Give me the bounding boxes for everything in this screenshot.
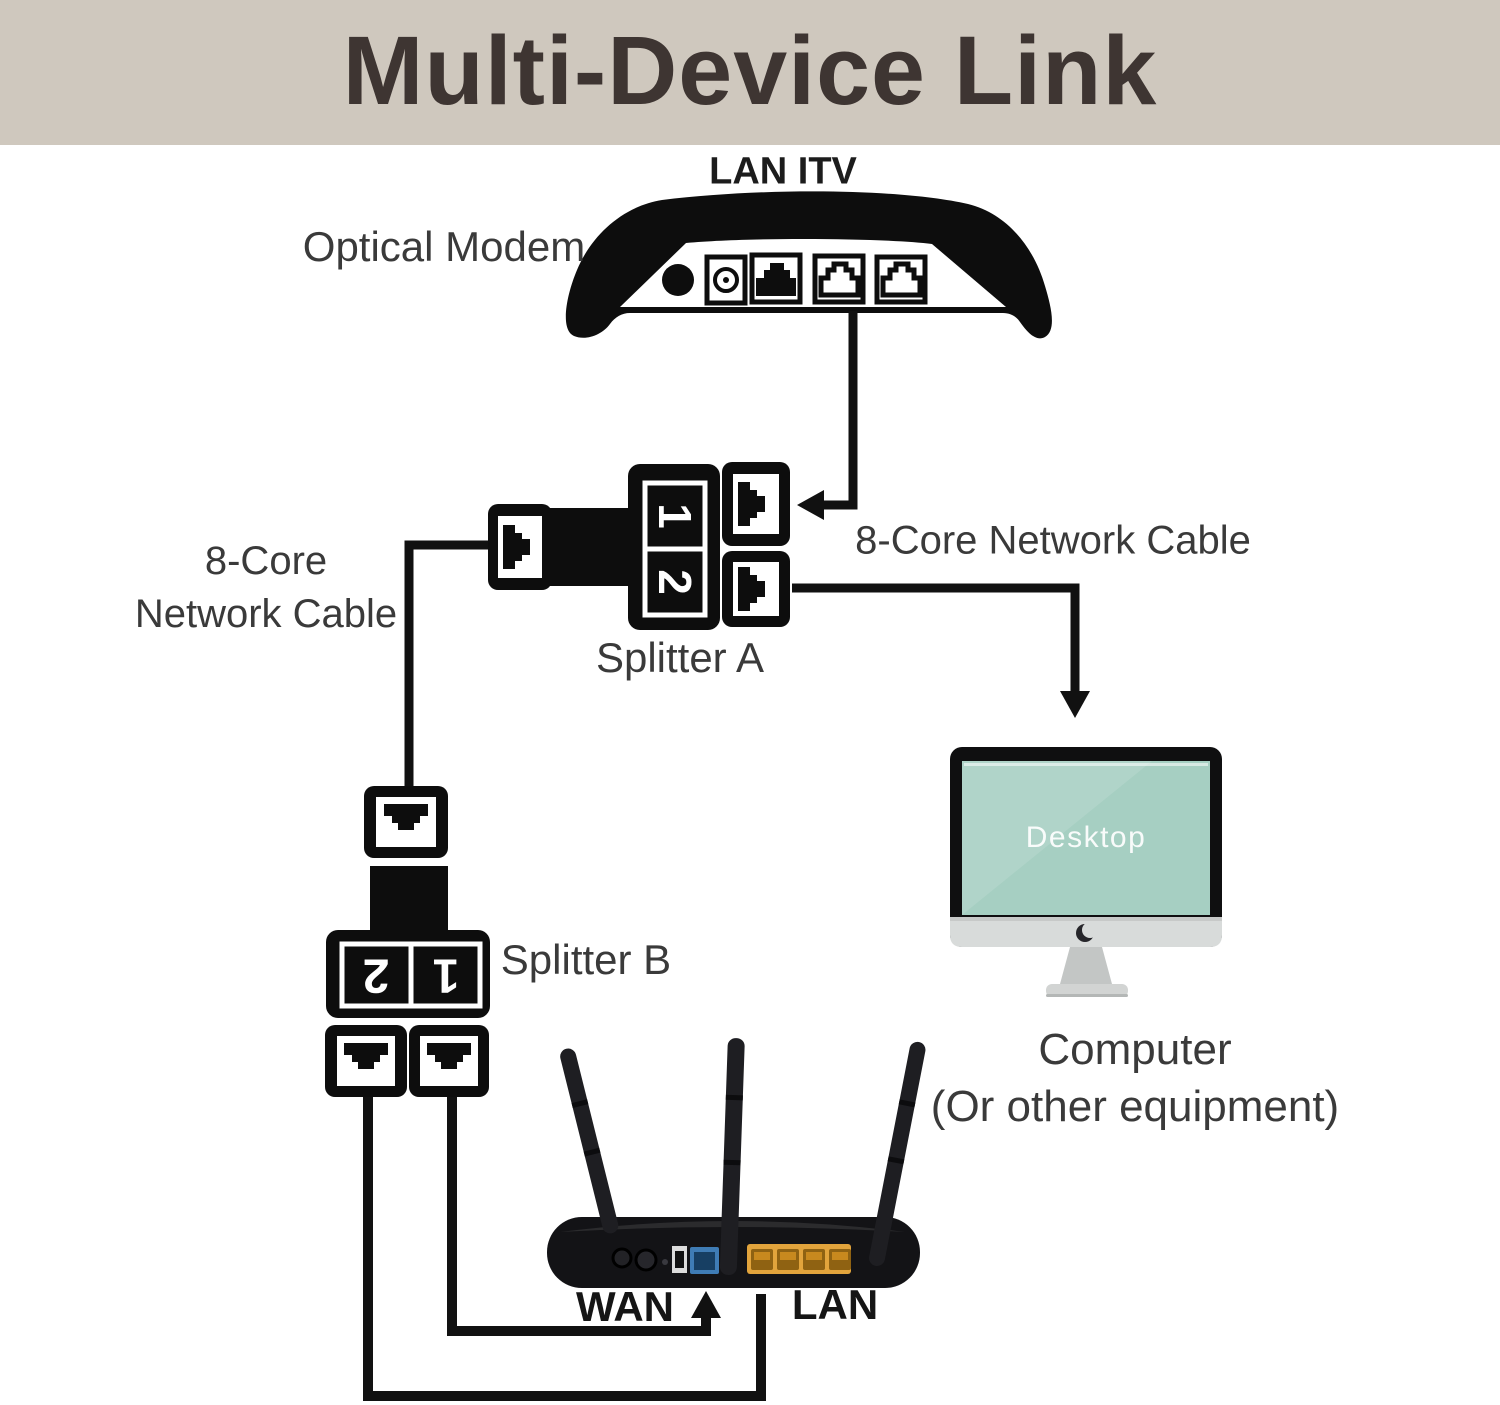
arrowhead-down <box>1060 691 1090 718</box>
left-cable-line1: 8-Core <box>204 539 328 584</box>
chin-logo-icon <box>1076 922 1098 942</box>
modem-label: Optical Modem <box>302 222 586 270</box>
splitter-b-out-jack-2 <box>409 1025 489 1097</box>
router-usb-port <box>672 1246 687 1273</box>
cable-splitter-a-to-splitter-b <box>404 540 489 788</box>
computer-caption-line1: Computer <box>1038 1024 1232 1074</box>
splitter-b-label: Splitter B <box>500 935 672 983</box>
router-lan-ports <box>747 1244 851 1274</box>
modem-lan-port-filled <box>749 252 803 305</box>
splitter-b-in-jack <box>364 786 448 858</box>
arrowhead-left <box>797 490 824 520</box>
splitter-a-plug <box>550 508 630 586</box>
splitter-a-label: Splitter A <box>595 633 765 681</box>
modem-dc-jack <box>704 254 748 306</box>
monitor-screen <box>962 761 1210 915</box>
arrowhead-up <box>691 1291 721 1318</box>
right-cable-label: 8-Core Network Cable <box>855 518 1251 563</box>
computer-illustration <box>950 747 1222 997</box>
splitter-a-left-jack <box>488 504 552 590</box>
splitter-a-out-jack-2 <box>722 551 790 627</box>
router-antenna-left <box>560 1048 619 1234</box>
computer-caption-line2: (Or other equipment) <box>930 1082 1340 1131</box>
splitter-b-illustration <box>325 786 490 1097</box>
monitor-stand <box>1060 947 1112 984</box>
cable-modem-to-splitter-a <box>820 311 858 510</box>
splitter-b-port1-number: 1 <box>432 948 460 1002</box>
router-antenna-middle <box>719 1038 745 1275</box>
monitor-base <box>1046 984 1128 997</box>
optical-modem-illustration <box>565 191 1052 339</box>
router-illustration <box>547 1038 926 1288</box>
splitter-a-illustration <box>488 462 790 630</box>
desktop-screen-label: Desktop <box>1025 821 1147 854</box>
screen-sheen <box>962 761 1152 915</box>
splitter-b-out-jack-1 <box>325 1025 407 1097</box>
lan-label: LAN <box>791 1280 879 1328</box>
router-power-button <box>611 1247 633 1269</box>
splitter-a-port1-number: 1 <box>649 503 701 529</box>
header-banner: Multi-Device Link <box>0 0 1500 145</box>
cable-splitter-b-to-wan <box>447 1095 711 1336</box>
router-reset-hole <box>662 1259 668 1265</box>
left-cable-label: 8-Core Network Cable <box>135 535 397 641</box>
splitter-a-port2-number: 2 <box>649 569 701 595</box>
wan-label: WAN <box>576 1282 674 1330</box>
modem-power-button <box>662 264 694 296</box>
computer-caption: Computer (Or other equipment) <box>931 1021 1339 1135</box>
modem-lan-port-1 <box>812 253 866 305</box>
modem-lan-port-2 <box>874 254 928 305</box>
splitter-b-port2-number: 2 <box>362 948 390 1002</box>
cable-splitter-a-to-computer <box>792 583 1080 694</box>
splitter-a-out-jack-1 <box>722 462 790 546</box>
router-wps-button <box>634 1248 658 1272</box>
modem-top-label: LAN ITV <box>709 150 857 193</box>
splitter-b-plug <box>370 866 448 934</box>
router-antenna-right <box>869 1041 926 1266</box>
left-cable-line2: Network Cable <box>134 592 398 636</box>
page-title: Multi-Device Link <box>342 16 1158 125</box>
cable-splitter-b-to-lan <box>363 1095 766 1401</box>
router-wan-port <box>690 1247 719 1274</box>
